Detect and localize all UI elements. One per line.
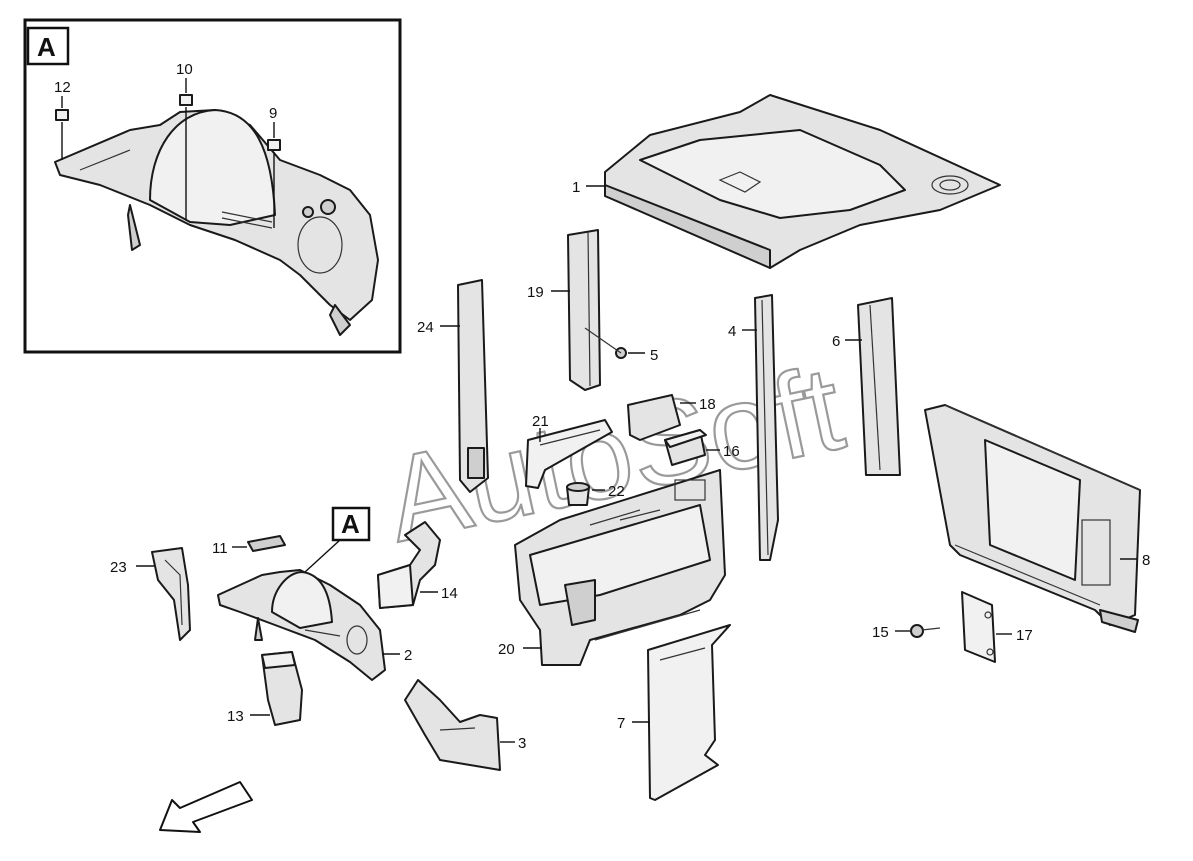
callout-16: 16: [723, 443, 740, 460]
callout-15: 15: [872, 624, 889, 641]
part-14-air-duct: [377, 521, 441, 609]
callout-4: 4: [728, 323, 736, 340]
callout-13: 13: [227, 708, 244, 725]
callout-2: 2: [404, 647, 412, 664]
part-15-fastener: [910, 624, 941, 638]
callout-1: 1: [572, 179, 580, 196]
part-21-bracket: [525, 419, 613, 489]
part-7-lower-panel: [647, 624, 731, 801]
inset-view-a: A 12 10 9: [23, 18, 402, 354]
part-22-cup-holder: [566, 482, 590, 506]
callout-14: 14: [441, 585, 458, 602]
callout-8: 8: [1142, 552, 1150, 569]
part-8-rear-panel: [924, 404, 1141, 633]
inset-label: A: [37, 32, 56, 62]
callout-20: 20: [498, 641, 515, 658]
part-11-clip-strip: [247, 535, 286, 552]
part-19-pillar-trim: [567, 229, 601, 391]
callout-23: 23: [110, 559, 127, 576]
callout-17: 17: [1016, 627, 1033, 644]
part-6-pillar-trim: [857, 297, 901, 476]
view-marker-label: A: [341, 509, 360, 539]
part-20-side-panel: [514, 469, 726, 666]
part-24-pillar-trim: [457, 279, 489, 493]
inset-clip-9: [267, 139, 281, 151]
inset-part-2: [54, 109, 379, 336]
callout-6: 6: [832, 333, 840, 350]
part-1-headliner: [604, 94, 1001, 269]
callout-22: 22: [608, 483, 625, 500]
part-4-pillar-strip: [754, 294, 779, 561]
callout-5: 5: [650, 347, 658, 364]
callout-10: 10: [176, 61, 193, 78]
callout-3: 3: [518, 735, 526, 752]
part-17-cover-plate: [961, 591, 996, 663]
callout-21: 21: [532, 413, 549, 430]
callout-18: 18: [699, 396, 716, 413]
part-23-bracket: [151, 547, 191, 641]
callout-24: 24: [417, 319, 434, 336]
part-5-screw: [584, 327, 627, 359]
callout-7: 7: [617, 715, 625, 732]
callout-11: 11: [212, 540, 228, 557]
part-3-lower-trim: [404, 679, 501, 771]
callout-9: 9: [269, 105, 277, 122]
part-2-trim-panel: [217, 569, 386, 681]
part-16-storage-cup: [664, 429, 707, 466]
inset-clip-10: [179, 94, 193, 106]
part-18-trim: [627, 394, 681, 441]
part-13-air-duct: [261, 651, 303, 726]
callout-12: 12: [54, 79, 71, 96]
inset-clip-12: [55, 109, 69, 121]
callout-19: 19: [527, 284, 544, 301]
forward-arrow-icon: [159, 781, 253, 833]
view-marker-a: A: [304, 506, 371, 573]
